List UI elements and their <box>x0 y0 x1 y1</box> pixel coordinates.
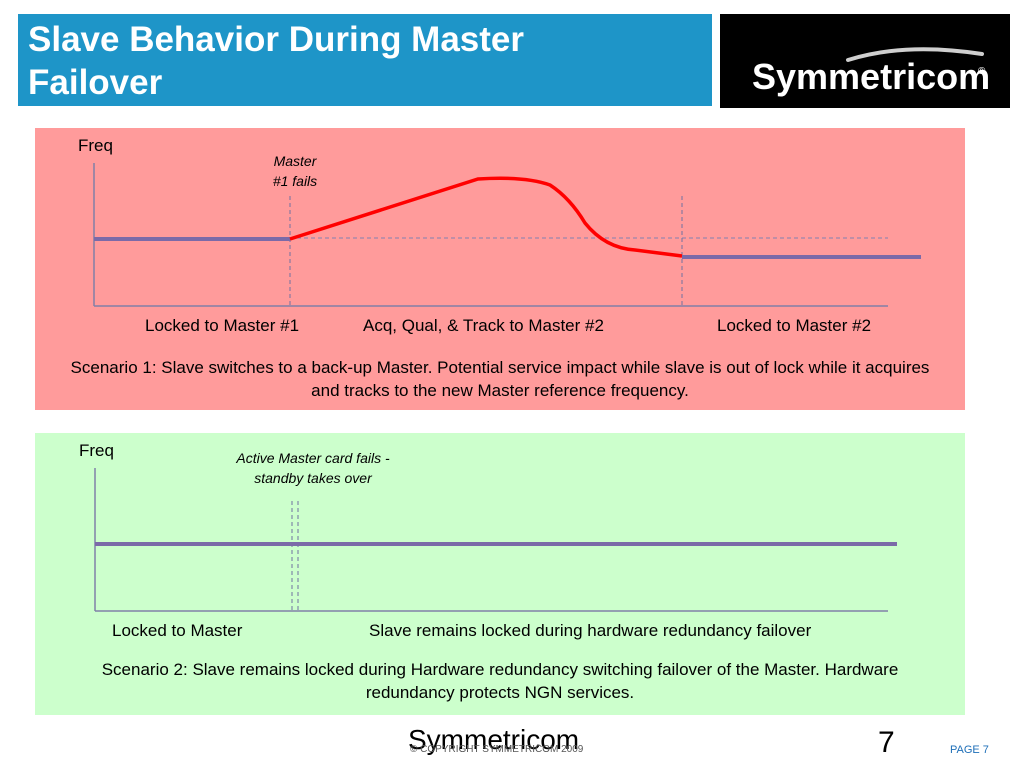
slide-number: 7 <box>878 726 895 759</box>
scenario2-panel: Freq Active Master card fails - standby … <box>35 433 965 715</box>
page-label: PAGE 7 <box>950 744 989 756</box>
scenario1-panel: Freq Master #1 fails Locked to Master #1… <box>35 128 965 410</box>
phase-label-locked-master: Locked to Master <box>112 621 243 640</box>
slide-title: Slave Behavior During Master Failover <box>28 20 524 102</box>
phase-label-redundancy-failover: Slave remains locked during hardware red… <box>369 621 812 640</box>
footer-brand: Symmetricom <box>408 724 580 755</box>
scenario1-description: Scenario 1: Slave switches to a back-up … <box>70 358 930 400</box>
freq-axis-label: Freq <box>79 441 114 460</box>
phase-label-acquire-master2: Acq, Qual, & Track to Master #2 <box>363 316 604 335</box>
phase-label-locked-master2: Locked to Master #2 <box>717 316 872 335</box>
scenario1-diagram <box>93 163 921 307</box>
card-failover-note: Active Master card fails - standby takes… <box>236 450 390 486</box>
logo-graphic: Symmetricom ® <box>752 47 990 97</box>
logo-wordmark: Symmetricom <box>752 56 990 97</box>
symmetricom-logo: Symmetricom ® <box>720 14 1010 108</box>
freq-axis-label: Freq <box>78 136 113 155</box>
master1-fails-note: Master #1 fails <box>272 153 318 189</box>
logo-registered-mark: ® <box>978 66 986 77</box>
footer-copyright: © COPYRIGHT SYMMETRICOM 2009 <box>410 744 584 755</box>
title-bar: Slave Behavior During Master Failover <box>18 14 712 106</box>
acquisition-curve <box>289 176 683 258</box>
scenario2-description: Scenario 2: Slave remains locked during … <box>101 660 899 702</box>
scenario2-diagram <box>94 468 897 612</box>
logo-swoosh <box>846 47 984 62</box>
phase-label-locked-master1: Locked to Master #1 <box>145 316 300 335</box>
